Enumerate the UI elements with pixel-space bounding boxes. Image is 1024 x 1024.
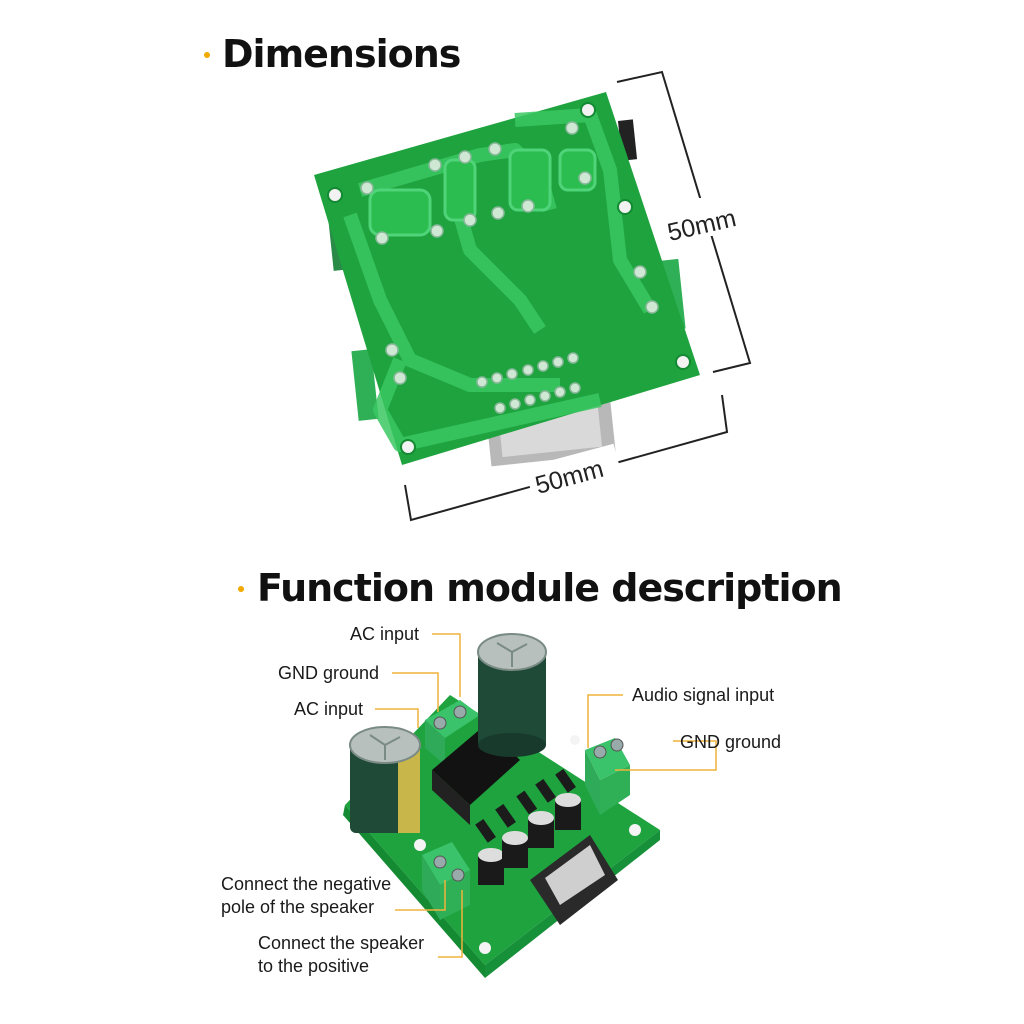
- title-bullet-icon: [238, 586, 244, 592]
- capacitor-left: [349, 726, 421, 833]
- ac-input-terminal: [425, 700, 480, 765]
- function-module-title: Function module description: [257, 566, 843, 610]
- dimensions-title: Dimensions: [222, 32, 461, 76]
- callout-speaker-negative: Connect the negative pole of the speaker: [221, 873, 391, 919]
- callout-gnd-ground-left: GND ground: [278, 663, 380, 683]
- callout-speaker-positive-line2: to the positive: [258, 956, 370, 976]
- callout-ac-input-bottom: AC input: [294, 699, 364, 719]
- callout-speaker-positive-line1: Connect the speaker: [258, 933, 425, 953]
- callout-speaker-positive: Connect the speaker to the positive: [258, 932, 424, 978]
- title-bullet-icon: [204, 52, 210, 58]
- callout-audio-signal-input: Audio signal input: [632, 685, 775, 705]
- capacitor-top: [477, 633, 547, 757]
- callout-speaker-negative-line1: Connect the negative: [221, 874, 392, 894]
- callout-speaker-negative-line2: pole of the speaker: [221, 897, 375, 917]
- callout-ac-input-top: AC input: [350, 624, 420, 644]
- callout-gnd-ground-right: GND ground: [680, 732, 782, 752]
